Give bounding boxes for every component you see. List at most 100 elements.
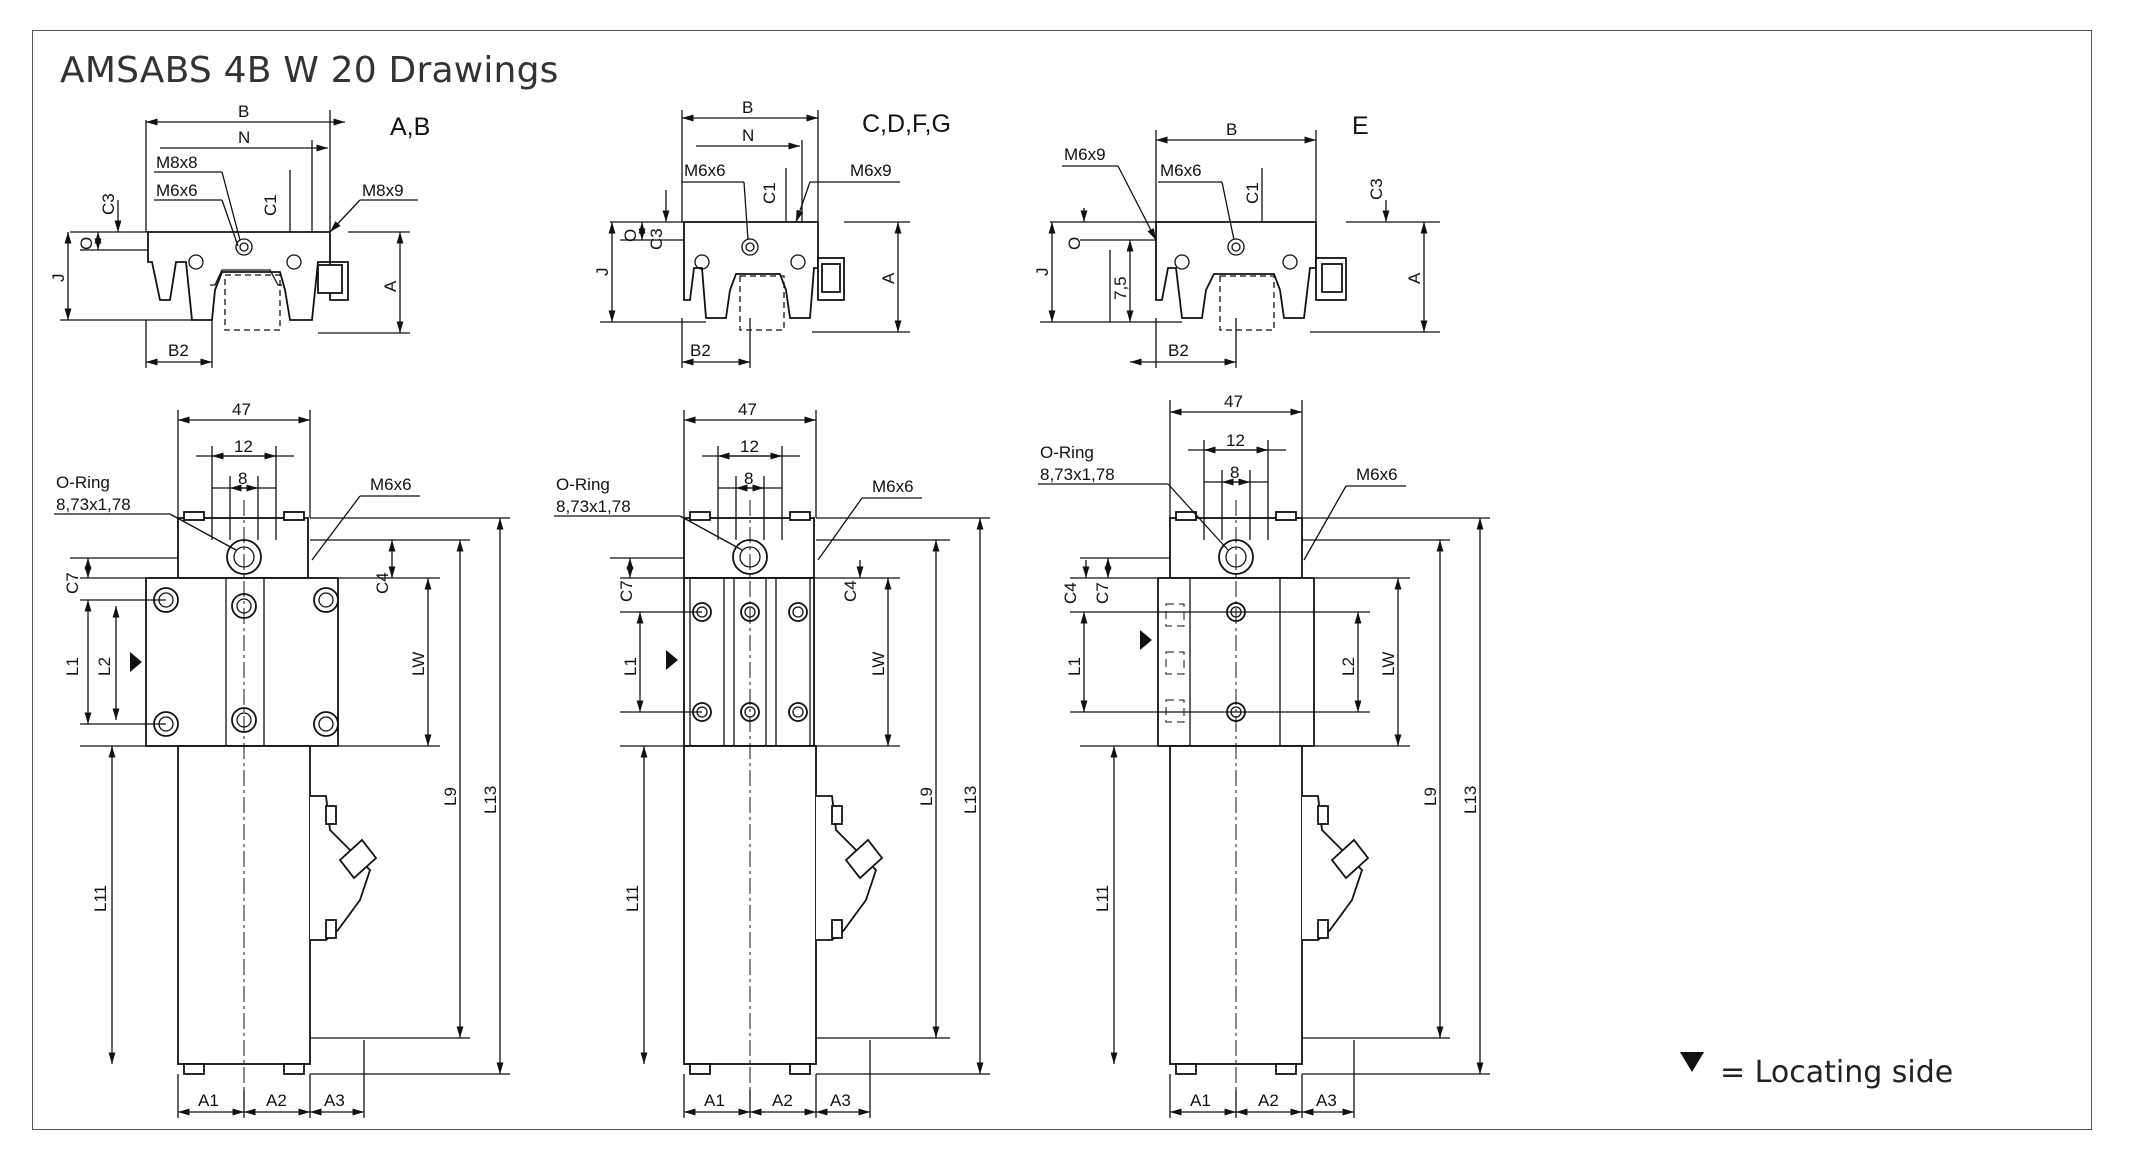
dim-12: 12 — [234, 437, 253, 456]
side-view-e: 47 12 8 O-Ring 8,73x1,78 M6x6 C4 C7 L1 L… — [1038, 392, 1490, 1118]
page-title: AMSABS 4B W 20 Drawings — [60, 50, 559, 91]
dim-o: O — [77, 237, 96, 250]
top-view-e: E B M6x9 M6x6 C1 O J 7,5 C3 A — [1033, 112, 1440, 368]
thread-m8x8: M8x8 — [156, 153, 198, 172]
dim-12: 12 — [740, 437, 759, 456]
dim-a1: A1 — [704, 1091, 725, 1110]
lube-port — [741, 238, 759, 256]
dim-b: B — [238, 102, 249, 121]
oring-label: O-Ring — [56, 473, 110, 492]
triangle-down-icon — [1680, 1052, 1704, 1072]
dim-12: 12 — [1226, 431, 1245, 450]
dim-a1: A1 — [198, 1091, 219, 1110]
variant-label-cdfg: C,D,F,G — [862, 110, 951, 138]
dim-l11: L11 — [623, 885, 642, 912]
dim-a2: A2 — [266, 1091, 287, 1110]
dim-j: J — [593, 268, 612, 277]
dim-c3: C3 — [647, 228, 666, 250]
thread-m6x6: M6x6 — [1356, 465, 1398, 484]
dim-c3: C3 — [99, 193, 118, 215]
dim-a3: A3 — [1316, 1091, 1337, 1110]
dim-o: O — [621, 229, 640, 242]
dim-l9: L9 — [917, 787, 936, 806]
carriage-body — [683, 221, 819, 319]
carriage-body — [147, 231, 331, 321]
oring-label: O-Ring — [556, 475, 610, 494]
thread-m6x6: M6x6 — [1160, 161, 1202, 180]
dim-l1: L1 — [63, 657, 82, 676]
dim-n: N — [238, 128, 250, 147]
dim-a3: A3 — [324, 1091, 345, 1110]
dim-lw: LW — [1379, 652, 1398, 676]
top-view-cdfg: C,D,F,G B N M6x6 M6x9 C1 C3 O J — [593, 98, 951, 368]
dim-47: 47 — [232, 400, 251, 419]
thread-m6x6: M6x6 — [684, 161, 726, 180]
dim-l11: L11 — [1093, 885, 1112, 912]
dim-a: A — [1405, 272, 1424, 284]
dim-lw: LW — [409, 652, 428, 676]
dim-c7: C7 — [617, 580, 636, 602]
thread-m8x9: M8x9 — [362, 181, 404, 200]
dim-j: J — [49, 274, 68, 283]
dim-c4: C4 — [1061, 582, 1080, 604]
thread-m6x6: M6x6 — [156, 181, 198, 200]
dim-l1: L1 — [621, 657, 640, 676]
dim-8: 8 — [744, 469, 753, 488]
top-view-ab: A,B B N M8x8 M6x6 M8x9 C1 C3 — [49, 102, 430, 368]
dim-a1: A1 — [1190, 1091, 1211, 1110]
dim-a: A — [381, 280, 400, 292]
dim-j: J — [1033, 268, 1052, 277]
dim-l13: L13 — [481, 786, 500, 814]
dim-a: A — [879, 272, 898, 284]
oring-size: 8,73x1,78 — [1040, 465, 1115, 484]
dim-7-5: 7,5 — [1111, 276, 1130, 300]
dim-lw: LW — [869, 652, 888, 676]
dim-b: B — [1226, 120, 1237, 139]
dim-a3: A3 — [830, 1091, 851, 1110]
dim-l2: L2 — [95, 657, 114, 676]
dim-b2: B2 — [168, 341, 189, 360]
lube-port — [1227, 238, 1245, 256]
thread-m6x9: M6x9 — [850, 161, 892, 180]
legend: = Locating side — [1680, 1052, 1953, 1090]
thread-m6x6: M6x6 — [872, 477, 914, 496]
oring-label: O-Ring — [1040, 443, 1094, 462]
lube-port — [235, 238, 253, 256]
dim-47: 47 — [1224, 392, 1243, 411]
dim-l13: L13 — [1461, 786, 1480, 814]
legend-text: = Locating side — [1720, 1055, 1954, 1090]
dim-b: B — [742, 98, 753, 117]
variant-label-e: E — [1352, 112, 1369, 140]
dim-b2: B2 — [1168, 341, 1189, 360]
dim-8: 8 — [238, 469, 247, 488]
side-view-ab: 47 12 8 O-Ring 8,73x1,78 M6x6 C7 L1 L2 L… — [54, 400, 510, 1118]
dim-l1: L1 — [1065, 657, 1084, 676]
dim-l9: L9 — [441, 787, 460, 806]
dim-c7: C7 — [1093, 582, 1112, 604]
dim-n: N — [742, 126, 754, 145]
locating-side-marker — [1140, 630, 1152, 650]
side-view-cdfg: 47 12 8 O-Ring 8,73x1,78 M6x6 C7 L1 L11 — [554, 400, 990, 1118]
variant-label-ab: A,B — [390, 113, 430, 141]
dim-c1: C1 — [1243, 182, 1262, 204]
dim-a2: A2 — [772, 1091, 793, 1110]
dim-a2: A2 — [1258, 1091, 1279, 1110]
thread-m6x9: M6x9 — [1064, 145, 1106, 164]
thread-m6x6: M6x6 — [370, 475, 412, 494]
locating-side-marker — [666, 650, 678, 670]
dim-l13: L13 — [961, 786, 980, 814]
dim-c3: C3 — [1367, 178, 1386, 200]
dim-c4: C4 — [373, 572, 392, 594]
oring-size: 8,73x1,78 — [556, 497, 631, 516]
dim-l11: L11 — [91, 885, 110, 912]
dim-c4: C4 — [841, 580, 860, 602]
dim-8: 8 — [1230, 463, 1239, 482]
carriage-body — [1155, 221, 1317, 319]
dim-c1: C1 — [760, 182, 779, 204]
dim-o: O — [1065, 237, 1084, 250]
dim-b2: B2 — [690, 341, 711, 360]
dim-c1: C1 — [261, 194, 280, 216]
dim-l9: L9 — [1421, 787, 1440, 806]
dim-l2: L2 — [1339, 657, 1358, 676]
